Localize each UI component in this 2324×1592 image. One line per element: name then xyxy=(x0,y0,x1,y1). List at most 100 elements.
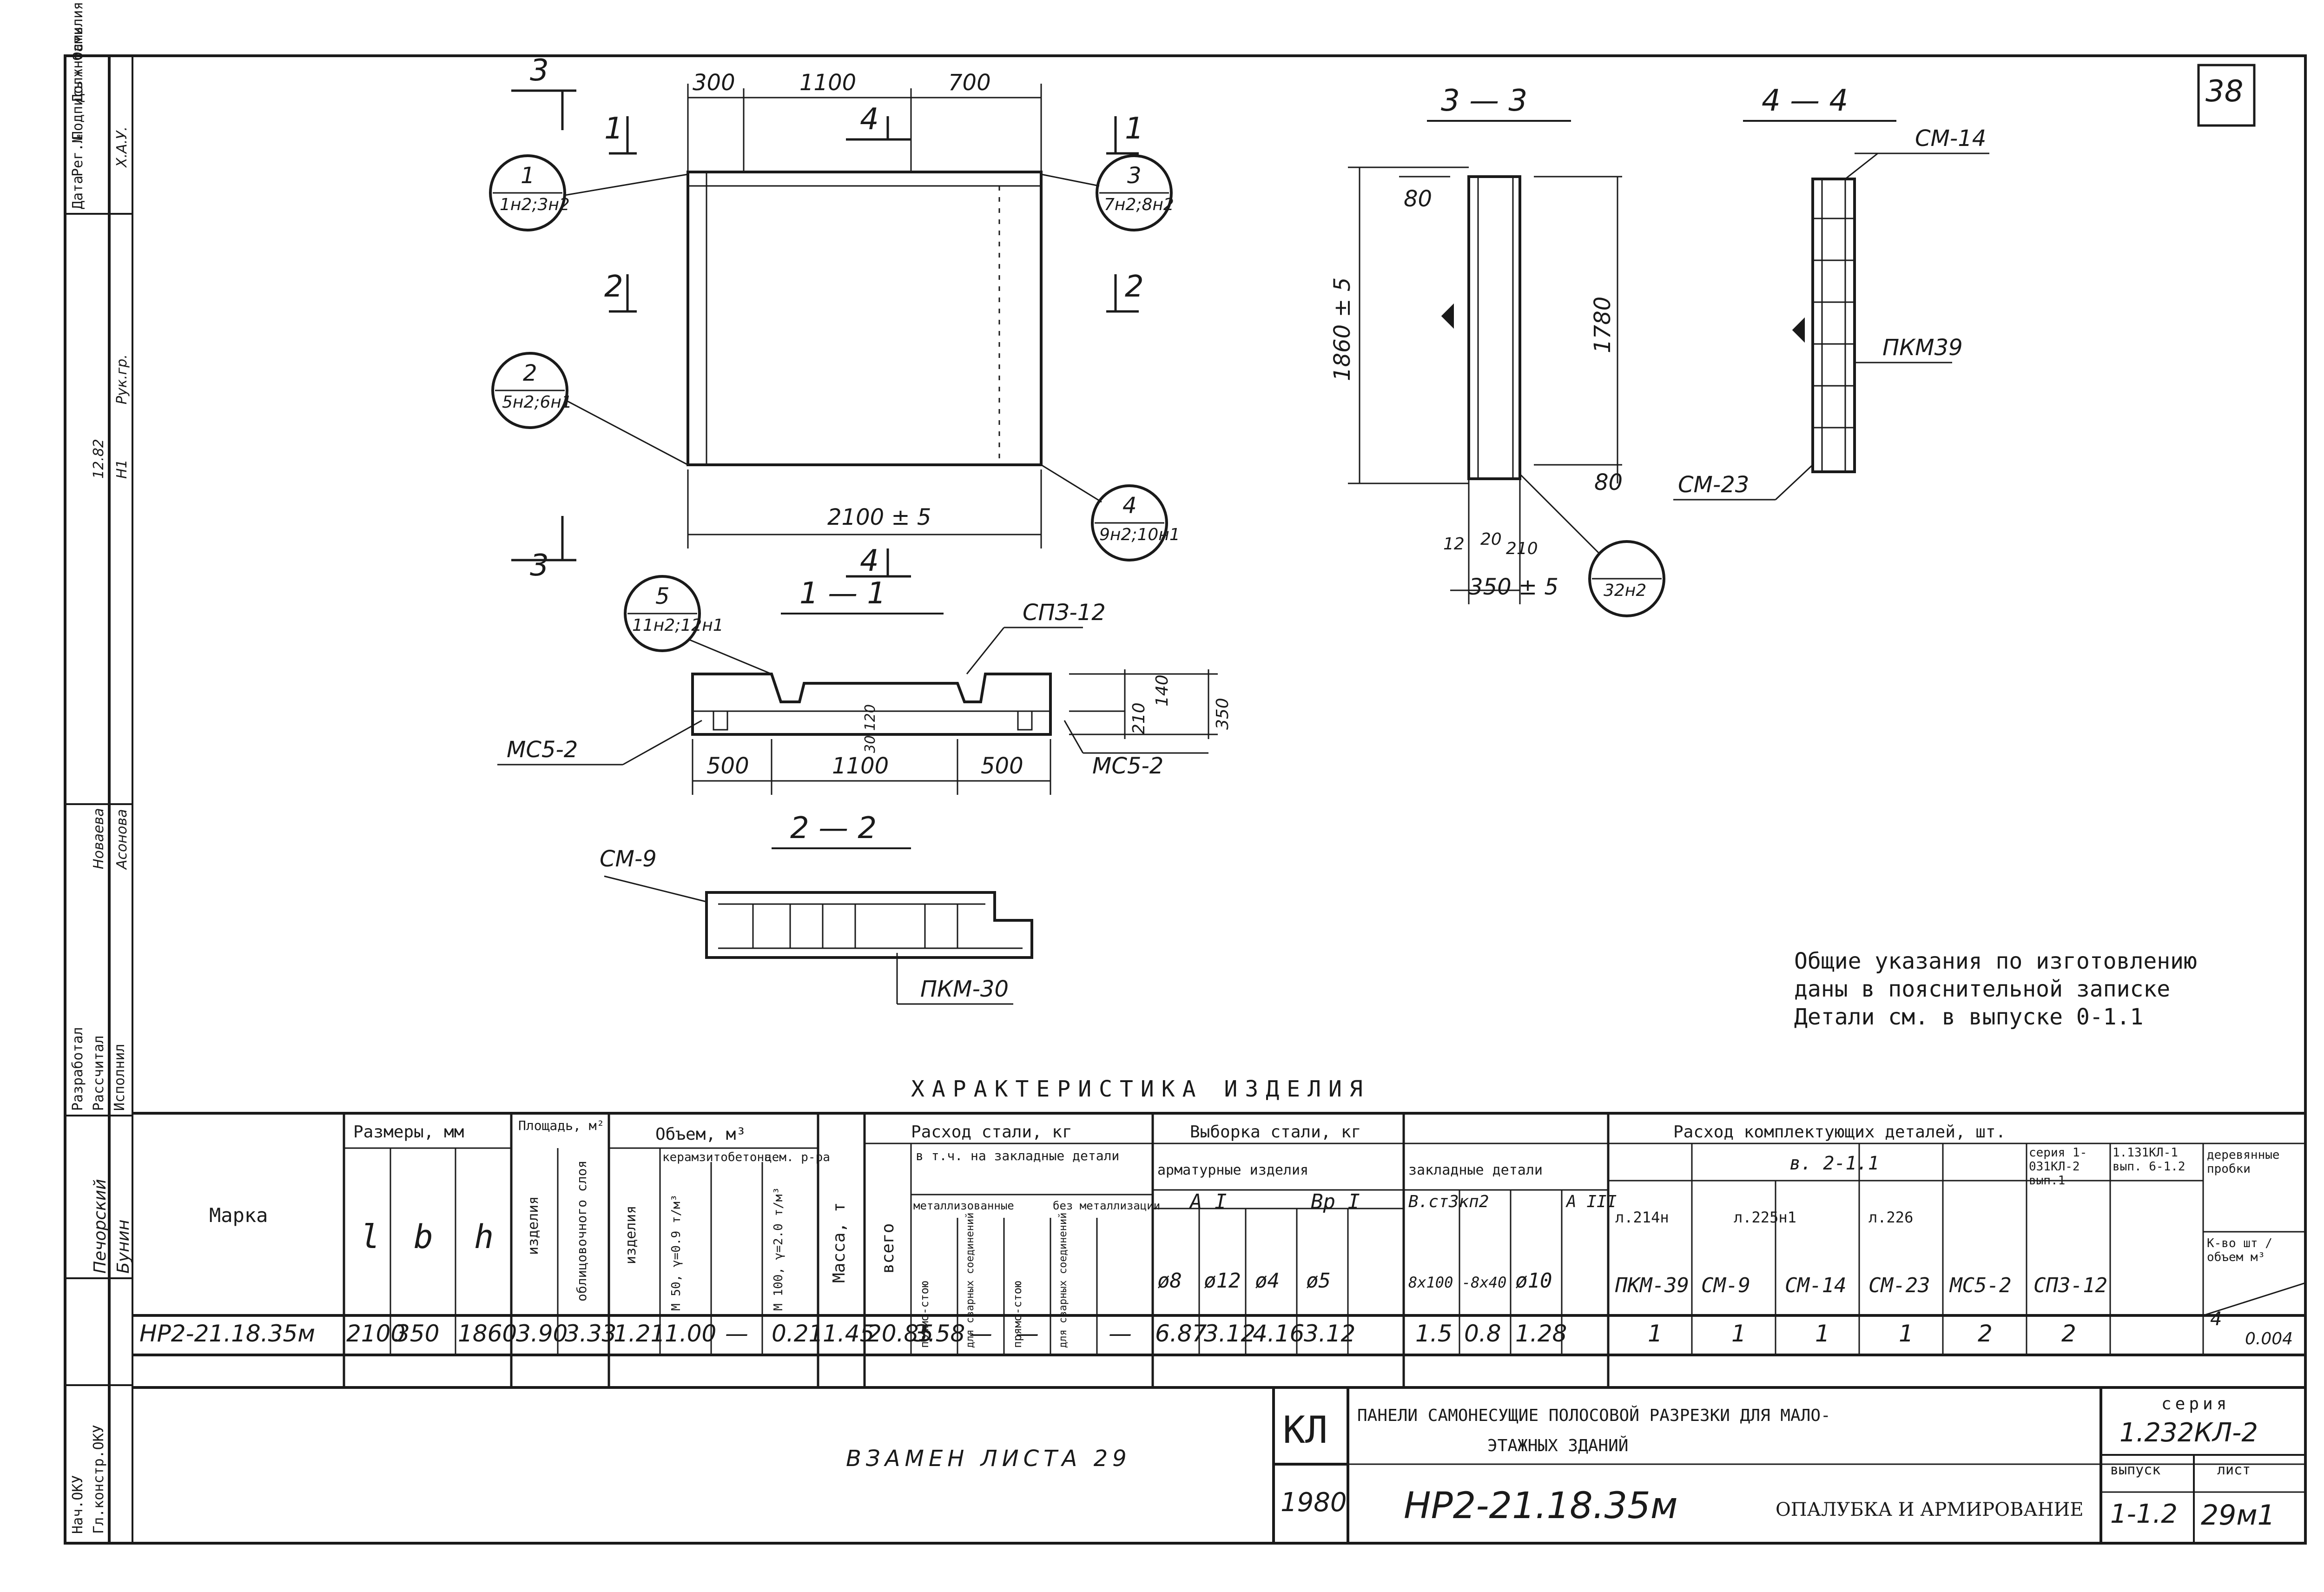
section-3-3-dim-small-3: 210 xyxy=(1506,539,1538,558)
callout-circle-4 xyxy=(1092,486,1167,560)
section-mark-2-right: 2 xyxy=(1125,270,1144,304)
row-vol-cement: 0.21 xyxy=(772,1320,824,1347)
hdr-steel-total: всего xyxy=(878,1223,898,1274)
row-steel-d2: — xyxy=(969,1320,992,1347)
section-mark-2-left: 2 xyxy=(604,270,623,304)
hdr-vol-m50: М 50, γ=0.9 т/м³ xyxy=(669,1194,683,1311)
title-block-issue: 1-1.2 xyxy=(2110,1499,2178,1529)
row-sm9: 1 xyxy=(1731,1320,1746,1347)
section-mark-4-top: 4 xyxy=(860,102,879,137)
title-block-year: 1980 xyxy=(1281,1487,1347,1518)
hdr-parts-l214: л.214н xyxy=(1615,1209,1669,1226)
row-mass: 1.45 xyxy=(823,1320,875,1347)
hdr-steel-d4: для сварных соединений xyxy=(1057,1212,1069,1348)
section-3-3 xyxy=(1348,121,1664,616)
hdr-mass: Масса, т xyxy=(830,1202,849,1283)
row-sm14: 1 xyxy=(1815,1320,1830,1347)
hdr-sizes: Размеры, мм xyxy=(353,1123,464,1142)
row-vol-dash: — xyxy=(725,1320,748,1347)
section-2-2-title: 2 — 2 xyxy=(790,811,877,846)
callout-2-text: 5н2;6н1 xyxy=(502,393,572,412)
stamp-label-surname: Фамилия xyxy=(70,1,86,60)
section-2-2-label-sm9: СМ-9 xyxy=(600,846,657,872)
section-2-2-label-pkm30: ПКМ-30 xyxy=(920,976,1009,1002)
hdr-area-item: изделия xyxy=(525,1196,541,1255)
section-3-3-dim-small-1: 12 xyxy=(1443,535,1465,554)
hdr-area: Площадь, м² xyxy=(518,1118,605,1133)
section-1-1-dim-bottom-3: 500 xyxy=(981,753,1023,779)
row-spz12: 2 xyxy=(2061,1320,2076,1347)
stamp2-name-1: Новаева xyxy=(91,808,107,870)
callout-1-num: 1 xyxy=(521,163,535,189)
stamp-value-date: 12.82 xyxy=(91,439,107,479)
callout-circle-32 xyxy=(1590,542,1664,616)
section-1-1-dim-right-2: 140 xyxy=(1153,674,1172,707)
title-block-issue-label: выпуск xyxy=(2110,1462,2161,1478)
section-1-1-dim-bottom-1: 500 xyxy=(706,753,749,779)
callout-circle-5 xyxy=(625,576,700,651)
row-p3: 1.28 xyxy=(1515,1320,1567,1347)
section-4-4-label-sm23: СМ-23 xyxy=(1678,472,1750,498)
plan-view xyxy=(490,84,1171,576)
section-3-3-dim-top: 80 xyxy=(1404,186,1433,212)
section-3-3-title: 3 — 3 xyxy=(1441,84,1528,118)
stamp3-chief: Нач.ОКУ xyxy=(70,1475,86,1534)
hdr-parts-l225: л.225н1 xyxy=(1734,1209,1796,1226)
row-steel-embedded: 3.58 xyxy=(913,1320,965,1347)
section-mark-3-bottom: 3 xyxy=(530,548,549,583)
row-p2: 0.8 xyxy=(1464,1320,1501,1347)
callout-circle-2 xyxy=(493,353,567,428)
hdr-parts-series2: 1.131КЛ-1 вып. 6-1.2 xyxy=(2113,1146,2185,1174)
hdr-steel-metallized: металлизованные xyxy=(913,1199,1014,1212)
section-1-1-dim-bottom-2: 1100 xyxy=(832,753,889,779)
title-block-mark: НР2-21.18.35м xyxy=(1404,1485,1678,1527)
row-vol-ceramsite: 1.00 xyxy=(665,1320,717,1347)
row-b: 350 xyxy=(395,1320,440,1347)
row-steel-total: 20.85 xyxy=(867,1320,934,1347)
callout-5-num: 5 xyxy=(655,583,670,609)
note-line-3: Детали см. в выпуске 0-1.1 xyxy=(1794,1004,2144,1030)
callout-5-text: 11н2;12н1 xyxy=(632,616,724,635)
hdr-sel-d12: ø12 xyxy=(1204,1269,1241,1293)
hdr-steel-embedded: в т.ч. на закладные детали xyxy=(916,1148,1120,1163)
hdr-sel-d4: ø4 xyxy=(1255,1269,1280,1293)
hdr-l: l xyxy=(360,1218,380,1256)
hdr-selection-vst: В.ст3кп2 xyxy=(1408,1192,1489,1211)
stamp2-executed: Исполнил xyxy=(112,1044,128,1111)
row-b4: 4.16 xyxy=(1253,1320,1305,1347)
section-3-3-dim-small-2: 20 xyxy=(1480,530,1502,549)
section-3-3-dim-width: 350 ± 5 xyxy=(1469,574,1558,600)
plan-dim-bottom: 2100 ± 5 xyxy=(827,504,931,530)
stamp2-calculated: Рассчитал xyxy=(91,1035,107,1111)
hdr-parts-ms52: МС5-2 xyxy=(1950,1274,2012,1297)
hdr-parts-count-vol: К-во шт / объем м³ xyxy=(2207,1236,2272,1264)
hdr-sel-8x100: 8х100 xyxy=(1408,1274,1453,1291)
hdr-marka: Марка xyxy=(209,1204,268,1227)
sheet-frame xyxy=(65,56,2305,1543)
section-1-1-dim-right-1: 210 xyxy=(1129,702,1149,734)
hdr-sel-d8: ø8 xyxy=(1157,1269,1182,1293)
title-block-series-label: серия xyxy=(2161,1394,2231,1414)
section-mark-1-right: 1 xyxy=(1125,112,1144,146)
plan-dim-top-3: 700 xyxy=(948,70,991,96)
section-3-3-dim-mid: 1780 xyxy=(1590,296,1616,353)
stamp3-name-1: Печорский xyxy=(91,1179,110,1274)
callout-circle-3 xyxy=(1097,156,1171,230)
row-b5: 3.12 xyxy=(1304,1320,1356,1347)
row-steel-d3: — xyxy=(1016,1320,1039,1347)
callout-2-num: 2 xyxy=(523,360,537,386)
hdr-steel-nonmetallized: без металлизации xyxy=(1053,1199,1161,1212)
row-marka: НР2-21.18.35м xyxy=(139,1320,315,1347)
hdr-h: h xyxy=(474,1218,494,1256)
plan-dim-top-1: 300 xyxy=(693,70,735,96)
section-mark-3-top: 3 xyxy=(530,53,549,88)
stamp2-name-2: Асонова xyxy=(114,809,130,869)
callout-4-text: 9н2;10н1 xyxy=(1099,525,1180,544)
characteristics-table-grid xyxy=(132,1113,2305,1387)
row-pkm39: 1 xyxy=(1648,1320,1663,1347)
title-block-subtitle: ОПАЛУБКА И АРМИРОВАНИЕ xyxy=(1776,1499,2084,1520)
stamp-value-reg: Н1 xyxy=(114,459,130,479)
section-4-4-label-sm14: СМ-14 xyxy=(1915,126,1987,152)
stamp-label-reg: Рег.№ xyxy=(70,134,86,177)
row-vol-item: 1.21 xyxy=(614,1320,666,1347)
